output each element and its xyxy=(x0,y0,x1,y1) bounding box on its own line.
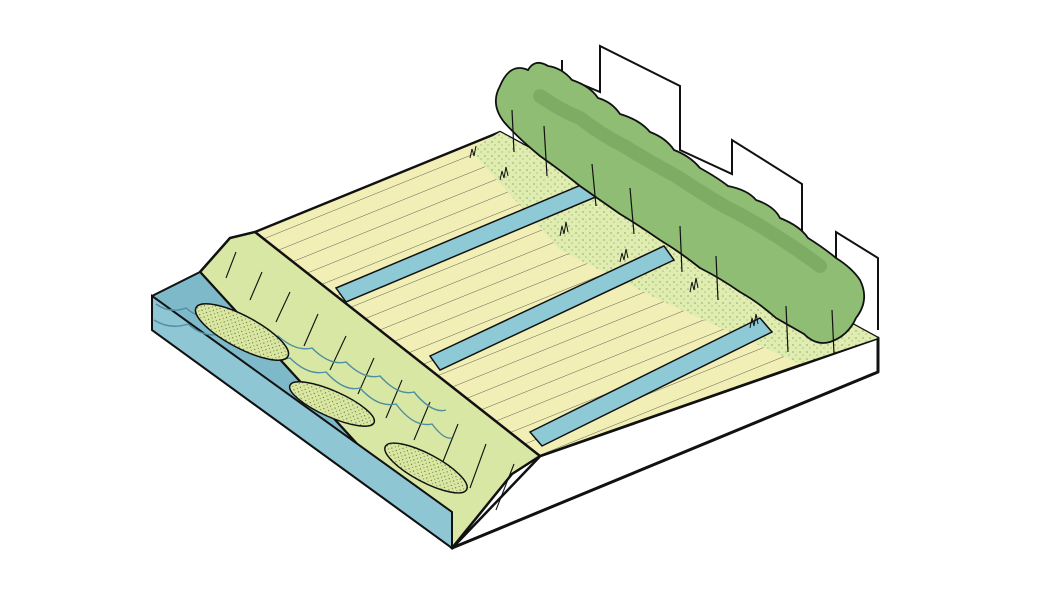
grass-tufts xyxy=(469,145,759,329)
ditches xyxy=(334,181,774,447)
ditch-3 xyxy=(528,317,774,447)
river-icon xyxy=(151,270,468,550)
ditch-2 xyxy=(428,245,676,371)
river-island-3 xyxy=(384,442,468,494)
building-outline-icon xyxy=(561,44,879,330)
hedgerow-icon xyxy=(494,61,866,355)
river-island-1 xyxy=(194,303,290,361)
river-island-2 xyxy=(288,381,376,427)
